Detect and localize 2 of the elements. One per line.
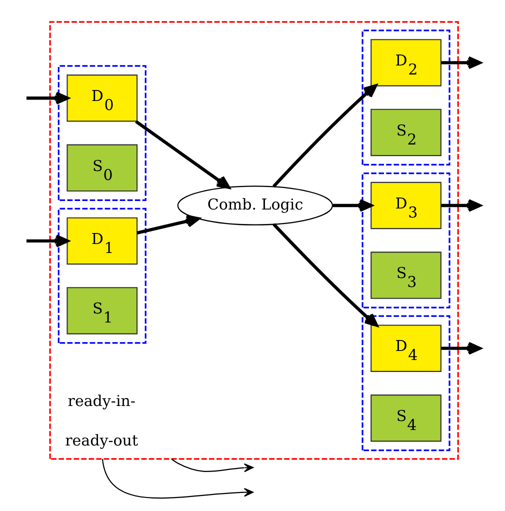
label: ready-in- [67,391,136,410]
label: ready-out [64,431,138,450]
